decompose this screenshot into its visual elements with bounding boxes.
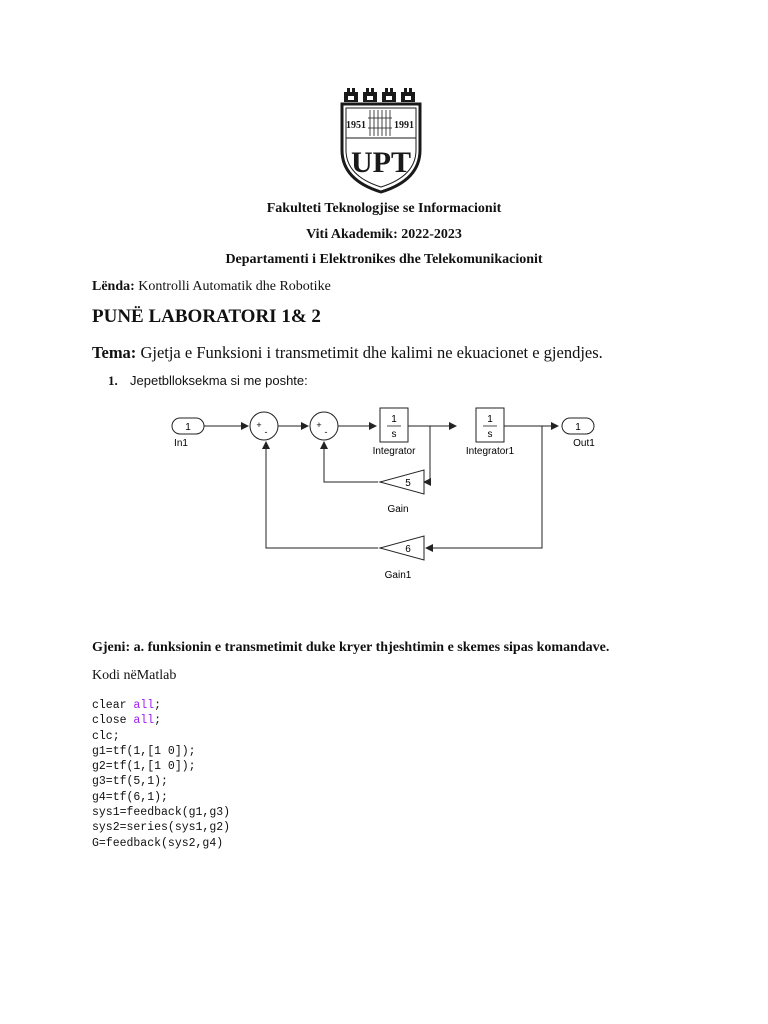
subject-value: Kontrolli Automatik dhe Robotike [138,279,331,294]
code-line: sys1=feedback(g1,g3) [92,806,231,820]
integrator1-num: 1 [487,414,493,425]
gain1-value: 6 [405,544,411,555]
integrator-num: 1 [391,414,397,425]
academic-year: Viti Akademik: 2022-2023 [306,227,462,242]
code-line: g3=tf(5,1); [92,775,168,789]
out1-label: Out1 [573,438,595,449]
faculty-name: Fakulteti Teknologjise se Informacionit [266,201,502,216]
university-logo: 1951 1991 UPT [336,88,426,194]
code-line: sys2=series(sys1,g2) [92,821,231,835]
code-line: g2=tf(1,[1 0]); [92,760,196,774]
department-name: Departamenti i Elektronikes dhe Telekomu… [225,252,543,267]
code-line: clear all; [92,699,162,712]
in1-value: 1 [185,422,191,433]
code-line: G=feedback(sys2,g4) [92,836,224,850]
code-line: close all; [92,714,162,728]
integrator-den: s [392,429,397,440]
integrator1-block [475,407,505,443]
tema-value: Gjetja e Funksioni i transmetimit dhe ka… [140,343,603,362]
subject-label: Lënda: [92,279,135,294]
integrator1-den: s [488,429,493,440]
in1-label: In1 [174,438,188,449]
step-1: 1. Jepetblloksekma si me poshte: [108,373,308,389]
in1-port [171,417,205,435]
integrator1-label: Integrator1 [466,446,515,457]
tema-label: Tema: [92,343,137,362]
sum1-minus: - [265,427,268,437]
code-line: g4=tf(6,1); [92,790,168,804]
code-line: clc; [92,729,120,743]
gain1-label: Gain1 [385,570,412,581]
sum1-plus: + [256,420,261,430]
code-line: g1=tf(1,[1 0]); [92,744,196,758]
sum-block-1 [249,411,279,441]
tema-line: Tema: Gjetja e Funksioni i transmetimit … [92,343,603,363]
sum2-minus: - [325,427,328,437]
code-heading: Kodi nëMatlab [92,668,177,683]
integrator-label: Integrator [373,446,416,457]
out1-value: 1 [575,422,581,433]
out1-port [561,417,595,435]
logo-text: UPT [351,146,411,179]
gain-label: Gain [387,504,408,515]
lab-title: PUNË LABORATORI 1& 2 [92,306,321,327]
matlab-code: clear all; close all; clc; g1=tf(1,[1 0]… [92,698,230,851]
gain-value: 5 [405,478,411,489]
gain1-block [378,535,425,561]
logo-year-left: 1951 [346,120,366,131]
step-number: 1. [108,373,118,388]
logo-year-right: 1991 [394,120,414,131]
integrator-block [379,407,409,443]
sum-block-2 [309,411,339,441]
subject-line: Lënda: Kontrolli Automatik dhe Robotike [92,279,331,295]
goal-statement: Gjeni: a. funksionin e transmetimit duke… [92,640,610,655]
gain-block [378,469,425,495]
step-text: Jepetblloksekma si me poshte: [130,373,308,388]
sum2-plus: + [316,420,321,430]
block-diagram: 1 In1 + - + - 1 s Integrator 1 s Integra… [160,398,620,600]
